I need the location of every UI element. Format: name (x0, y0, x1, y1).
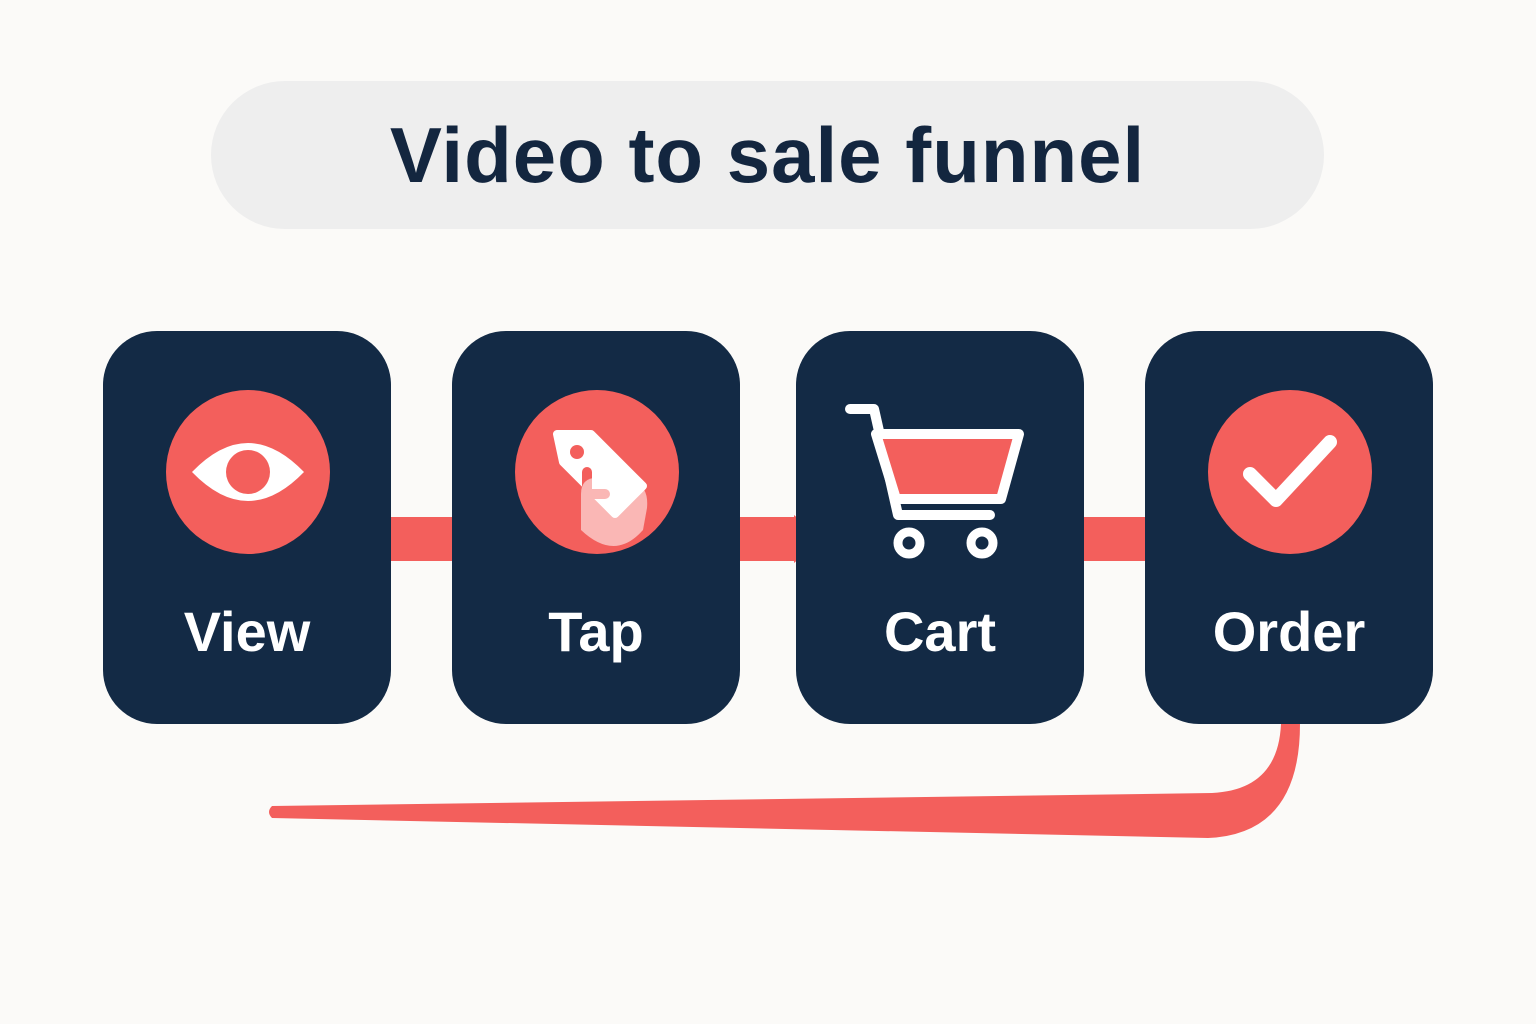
connector-view-tap (385, 517, 460, 561)
step-card-order: Order (1145, 331, 1433, 724)
step-label: Tap (548, 600, 644, 663)
connector-tap-cart (732, 517, 804, 561)
checkmark-icon (1243, 435, 1337, 507)
step-label: View (183, 600, 311, 663)
step-label: Order (1212, 600, 1366, 663)
step-icon-circle (1208, 390, 1372, 554)
step-label: Cart (883, 600, 997, 663)
tap-tag-icon (553, 430, 648, 546)
cart-icon (845, 404, 1024, 559)
title-pill: Video to sale funnel (211, 81, 1324, 229)
eye-icon (192, 443, 304, 501)
connector-cart-order (1080, 517, 1152, 561)
step-card-tap: Tap (452, 331, 740, 724)
step-card-view: View (103, 331, 391, 724)
diagram-title: Video to sale funnel (389, 110, 1146, 199)
step-card-cart: Cart (796, 331, 1084, 724)
